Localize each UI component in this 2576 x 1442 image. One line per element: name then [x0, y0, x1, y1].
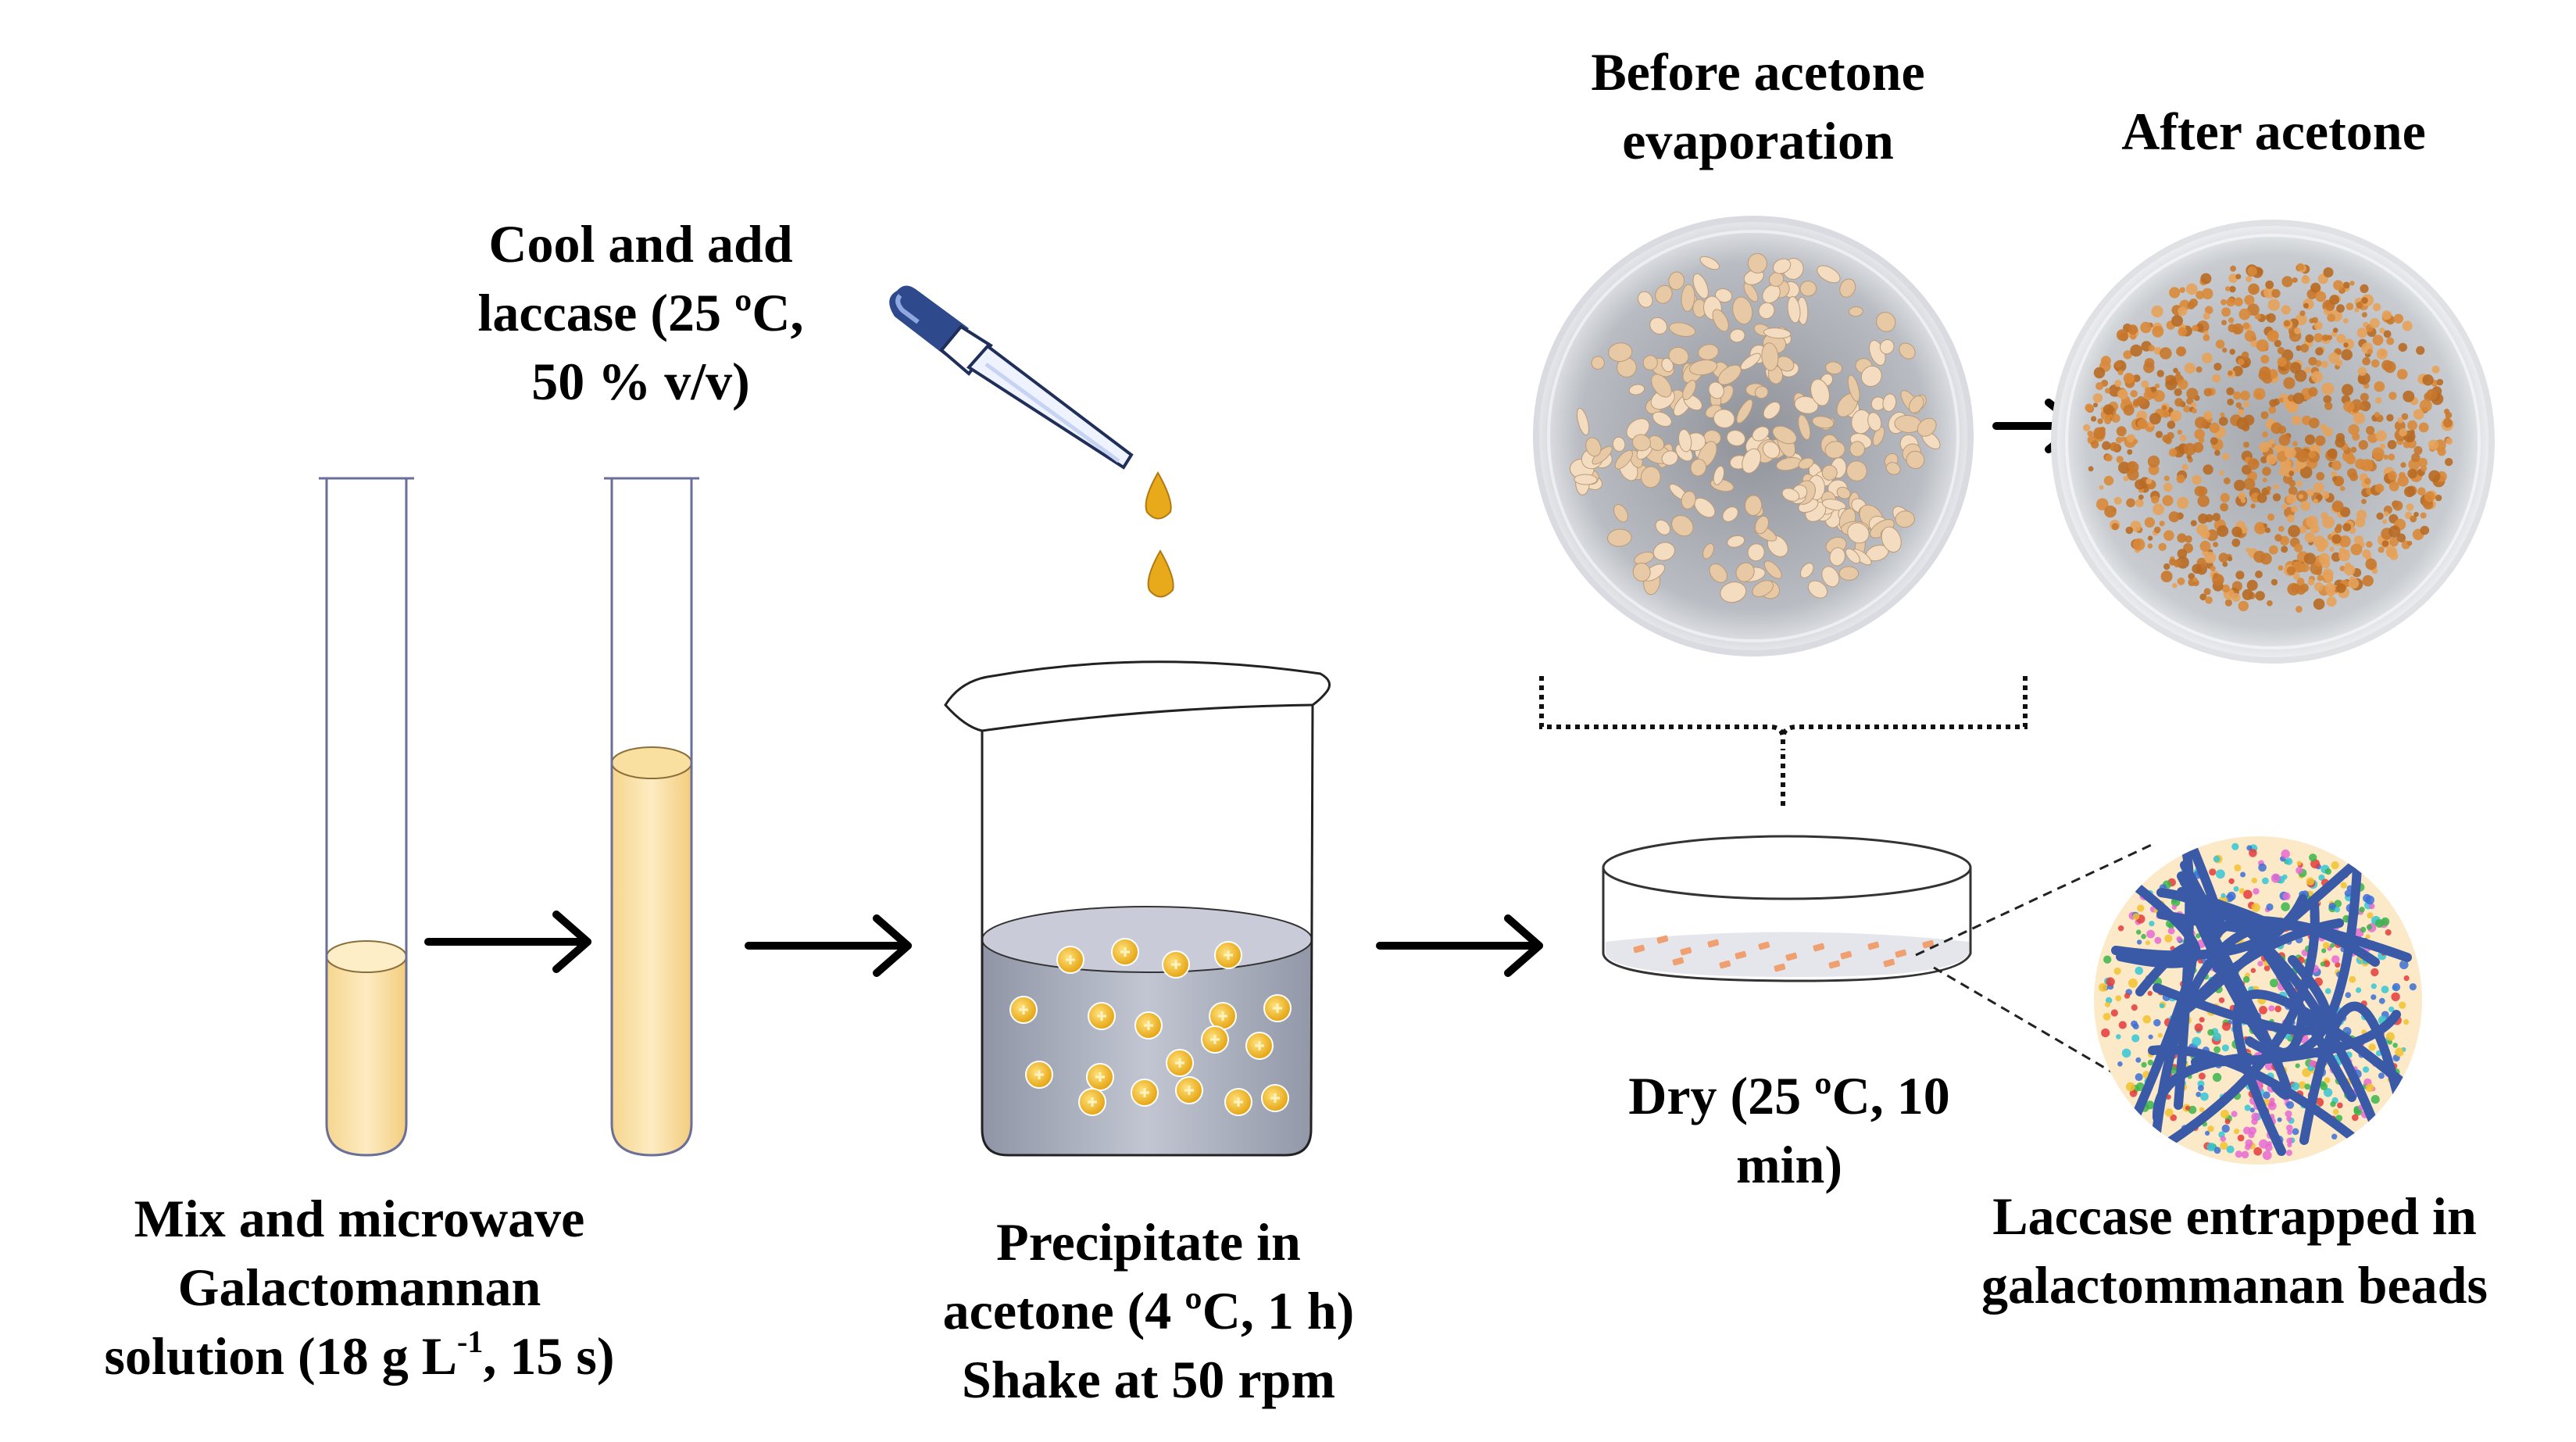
step2-line3: 50 % v/v)	[531, 352, 750, 411]
step3-label: Precipitate in acetone (4 ºC, 1 h) Shake…	[844, 1208, 1453, 1414]
after-label: After acetone	[2016, 97, 2531, 166]
result-line2: galactommanan beads	[1981, 1255, 2488, 1315]
zoom-lines	[1915, 841, 2157, 1100]
step1-line3: solution (18 g L-1, 15 s)	[104, 1324, 615, 1386]
dry-line2: min)	[1736, 1135, 1842, 1194]
acetone-beads	[1009, 938, 1292, 1116]
drop-icon	[1145, 471, 1174, 598]
dropper-icon	[889, 285, 1134, 470]
step3-line3: Shake at 50 rpm	[962, 1350, 1335, 1409]
test-tube-icon	[604, 477, 699, 1157]
step3-line2: acetone (4 ºC, 1 h)	[942, 1281, 1355, 1340]
result-line1: Laccase entrapped in	[1992, 1186, 2477, 1246]
step1-label: Mix and microwave Galactomannan solution…	[47, 1184, 672, 1390]
test-tube-icon	[319, 477, 414, 1157]
polymer-network-icon	[2094, 836, 2422, 1165]
step2-line2: laccase (25 ºC,	[477, 283, 804, 342]
step3-line1: Precipitate in	[996, 1212, 1301, 1272]
step1-line2: Galactomannan	[177, 1258, 541, 1317]
step2-line1: Cool and add	[488, 214, 793, 274]
result-label: Laccase entrapped in galactommanan beads	[1906, 1182, 2563, 1319]
before-line1: Before acetone	[1591, 42, 1925, 102]
arrow-right-icon	[424, 911, 591, 973]
dried-beads	[1633, 935, 1935, 972]
petri-beads-after	[2083, 263, 2454, 613]
bracket-connector	[1539, 676, 2028, 809]
step2-label: Cool and add laccase (25 ºC, 50 % v/v)	[406, 209, 875, 416]
dry-label: Dry (25 ºC, 10 min)	[1531, 1061, 2047, 1199]
dry-line1: Dry (25 ºC, 10	[1628, 1066, 1950, 1125]
before-label: Before acetone evaporation	[1485, 38, 2031, 175]
step1-line1: Mix and microwave	[134, 1189, 585, 1248]
arrow-right-icon	[745, 914, 912, 977]
petri-beads-before	[1569, 252, 1941, 603]
arrow-right-icon	[1376, 914, 1543, 977]
after-line1: After acetone	[2121, 102, 2426, 161]
before-line2: evaporation	[1622, 111, 1894, 170]
